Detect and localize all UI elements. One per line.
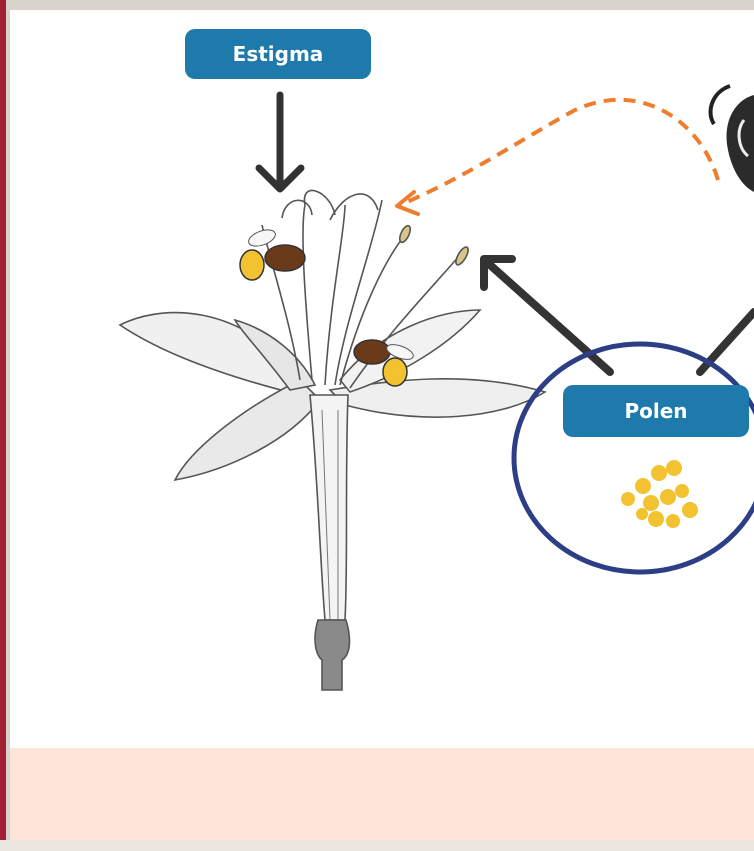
stigma-label: Estigma — [185, 29, 371, 79]
stigma-arrow — [259, 95, 301, 189]
dashed-arrow — [397, 100, 718, 214]
highlight-ellipse — [514, 344, 754, 572]
pollen-arrows — [484, 259, 754, 372]
bee-icon — [240, 227, 305, 280]
pollen-label: Polen — [563, 385, 749, 437]
pollen-icon — [621, 460, 698, 528]
